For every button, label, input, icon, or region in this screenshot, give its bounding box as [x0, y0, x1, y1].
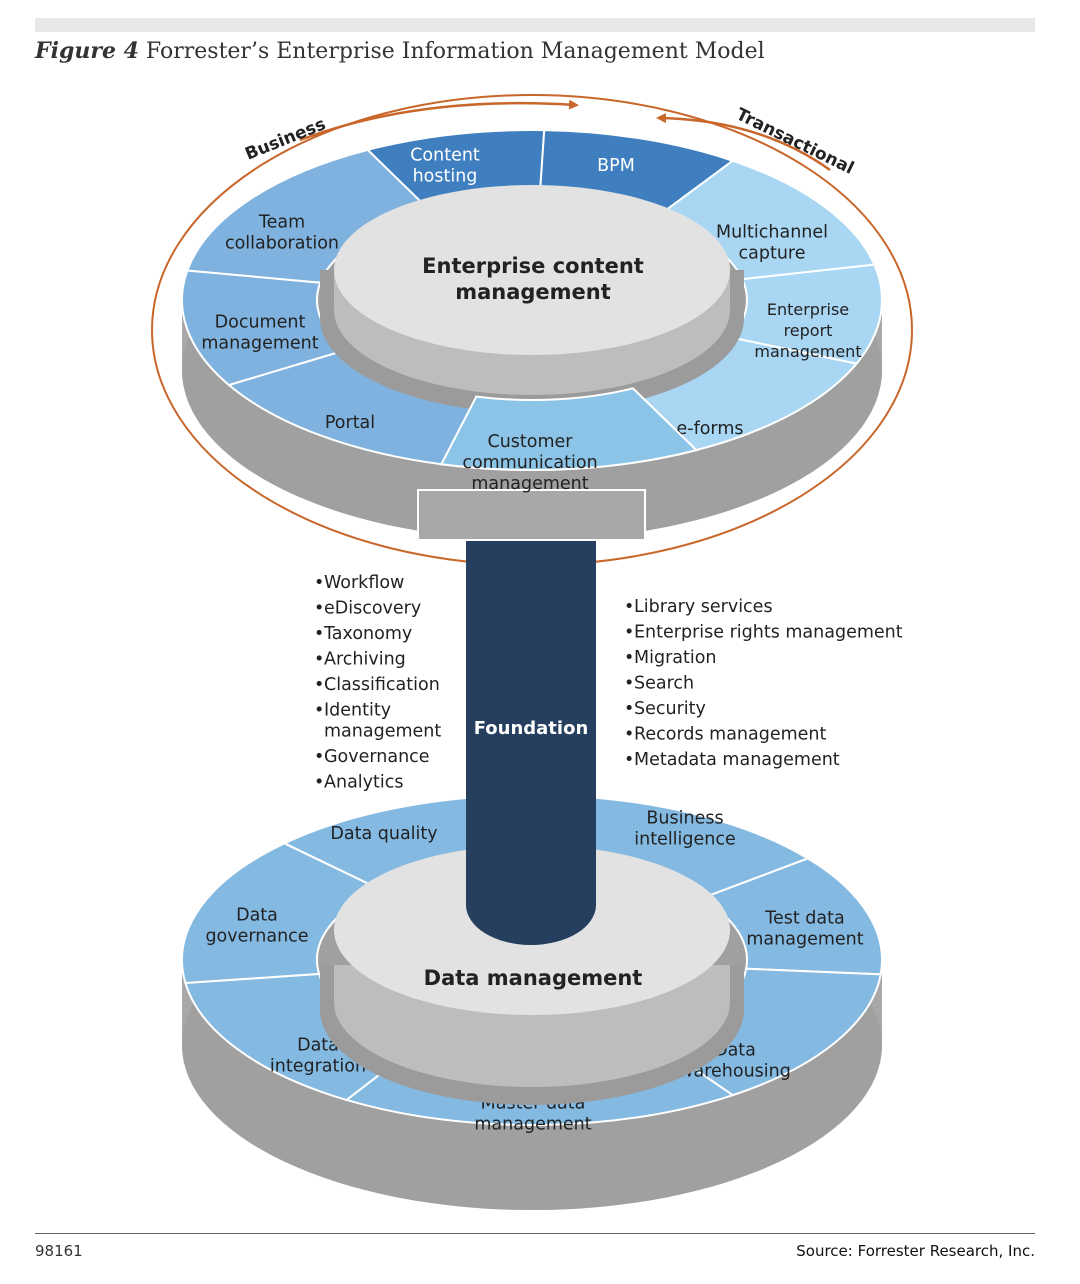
ecm-label-team-collaboration-line: Team [258, 213, 305, 233]
list-item-enterprise-rights-management: •Enterprise rights management [624, 623, 903, 643]
dm-label-test-data-management-line: Test data [764, 909, 844, 929]
bullet-dot: • [314, 650, 324, 670]
dm-label-test-data-management-line: management [746, 930, 863, 950]
bullet-text: Classification [324, 675, 440, 695]
bullet-dot: • [624, 725, 634, 745]
dm-label-data-integration-line: Data [297, 1036, 339, 1056]
left-capabilities-list: •Workflow•eDiscovery•Taxonomy•Archiving•… [314, 573, 441, 793]
bullet-text: Enterprise rights management [634, 623, 903, 643]
dm-label-business-intelligence-line: intelligence [634, 830, 736, 850]
document-id: 98161 [35, 1242, 83, 1260]
list-item-classification: •Classification [314, 675, 440, 695]
business-arrow [299, 99, 579, 142]
bullet-text: Identity [324, 701, 391, 721]
bullet-text: Migration [634, 648, 717, 668]
bullet-text: Taxonomy [323, 624, 412, 644]
bullet-text: Library services [634, 597, 773, 617]
bullet-dot: • [624, 674, 634, 694]
ecm-label-content-hosting-line: Content [410, 146, 480, 166]
bullet-dot: • [314, 773, 324, 793]
ecm-label-enterprise-report-management-line: report [784, 321, 833, 340]
ecm-label-document-management-line: management [201, 334, 318, 354]
ecm-label-bpm-line: BPM [597, 156, 635, 176]
source-credit: Source: Forrester Research, Inc. [796, 1242, 1035, 1260]
bullet-dot: • [314, 701, 324, 721]
bullet-dot: • [314, 675, 324, 695]
right-capabilities-list: •Library services•Enterprise rights mana… [624, 597, 903, 770]
dm-label-data-governance-line: Data [236, 906, 278, 926]
eim-diagram: ContenthostingBPMMultichannelcaptureEnte… [151, 94, 913, 1210]
bullet-dot: • [624, 597, 634, 617]
bullet-text: Security [634, 699, 706, 719]
bullet-text: eDiscovery [324, 599, 421, 619]
figure-title: Figure 4 Forrester’s Enterprise Informat… [35, 38, 765, 64]
foundation-pillar: Foundation [466, 520, 596, 945]
dm-label-data-governance-line: governance [205, 927, 308, 947]
bullet-text: Metadata management [634, 750, 840, 770]
list-item-library-services: •Library services [624, 597, 773, 617]
ecm-center-label-line1: Enterprise content [422, 254, 644, 278]
figure-title-text: Forrester’s Enterprise Information Manag… [145, 39, 765, 64]
dm-label-data-warehousing-line: warehousing [679, 1062, 791, 1082]
ecm-label-portal-line: Portal [325, 413, 375, 433]
ecm-label-enterprise-report-management-line: management [754, 342, 861, 361]
list-item-search: •Search [624, 674, 694, 694]
bullet-text: Governance [324, 747, 430, 767]
list-item-records-management: •Records management [624, 725, 827, 745]
list-item-archiving: •Archiving [314, 650, 406, 670]
list-item-governance: •Governance [314, 747, 430, 767]
list-item-metadata-management: •Metadata management [624, 750, 840, 770]
ecm-label-enterprise-report-management-line: Enterprise [767, 300, 849, 319]
transactional-arrow [656, 113, 831, 172]
ecm-label-customer-communication-management-line: communication [462, 453, 597, 473]
list-item-ediscovery: •eDiscovery [314, 599, 421, 619]
ecm-label-multichannel-capture-line: capture [739, 244, 806, 264]
bullet-dot: • [624, 648, 634, 668]
list-item-workflow: •Workflow [314, 573, 404, 593]
bullet-dot: • [314, 599, 324, 619]
bullet-dot: • [314, 747, 324, 767]
dm-label-data-integration-line: integration [270, 1057, 366, 1077]
bullet-text: Workflow [324, 573, 404, 593]
dm-label-data-quality-line: Data quality [330, 824, 437, 844]
ecm-label-e-forms-line: e-forms [676, 419, 743, 439]
bullet-text: management [324, 722, 441, 742]
dm-label-master-data-management-line: management [474, 1115, 591, 1135]
bullet-text: Archiving [324, 650, 406, 670]
bullet-dot: • [624, 623, 634, 643]
ecm-label-customer-communication-management-line: management [471, 474, 588, 494]
ecm-segment-front [439, 387, 699, 471]
list-item-migration: •Migration [624, 648, 717, 668]
business-label: Business [242, 114, 328, 164]
top-bar [35, 18, 1035, 32]
bullet-text: Records management [634, 725, 827, 745]
bullet-text: Analytics [324, 773, 403, 793]
dm-label-business-intelligence-line: Business [646, 809, 723, 829]
list-item-analytics: •Analytics [314, 773, 403, 793]
ecm-label-multichannel-capture-line: Multichannel [716, 223, 828, 243]
figure-number: Figure 4 [35, 38, 139, 64]
ecm-label-team-collaboration-line: collaboration [225, 234, 339, 254]
list-item-security: •Security [624, 699, 706, 719]
bullet-dot: • [314, 573, 324, 593]
footer-divider [35, 1233, 1035, 1234]
dm-center-label: Data management [424, 966, 643, 990]
ecm-center-cylinder: Enterprise content management [320, 185, 744, 413]
foundation-label: Foundation [474, 718, 589, 739]
ecm-front-side [417, 489, 646, 541]
bullet-dot: • [314, 624, 324, 644]
bullet-dot: • [624, 699, 634, 719]
ecm-label-document-management-line: Document [215, 313, 306, 333]
bullet-text: Search [634, 674, 694, 694]
ecm-label-content-hosting-line: hosting [413, 167, 478, 187]
list-item-taxonomy: •Taxonomy [314, 624, 412, 644]
bullet-dot: • [624, 750, 634, 770]
ecm-center-label-line2: management [455, 280, 611, 304]
ecm-label-customer-communication-management-line: Customer [487, 432, 573, 452]
